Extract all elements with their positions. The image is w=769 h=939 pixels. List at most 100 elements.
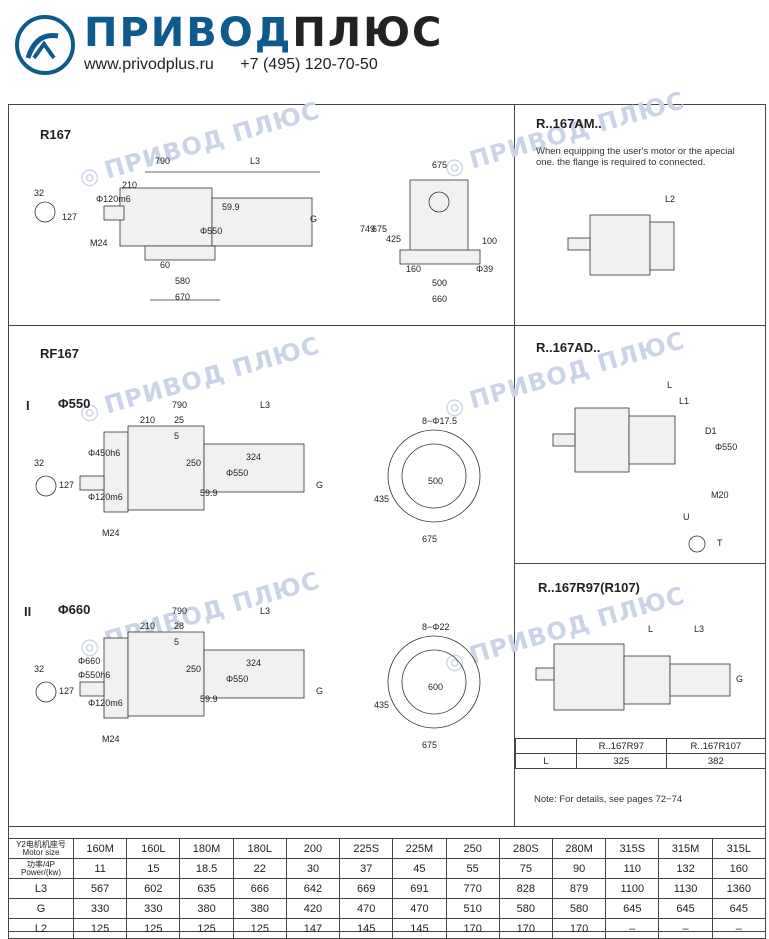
table-cell: 380 — [179, 898, 234, 919]
r167ad-drawing: L L1 D1 Φ550 M20 U T — [552, 380, 737, 553]
rf167-v2-dim-660: Φ660 — [78, 656, 100, 666]
table-cell: 125 — [232, 918, 287, 939]
r167ad-dim-t: T — [717, 538, 723, 548]
table-cell: 1130 — [658, 878, 713, 899]
table-cell: 420 — [285, 898, 341, 919]
r167-dim-l3: L3 — [250, 156, 260, 166]
r167-dim-g: G — [310, 214, 317, 224]
table-cell: 132 — [658, 858, 713, 879]
r167-dim-127: 127 — [62, 212, 77, 222]
r167-dim-60: 60 — [160, 260, 170, 270]
table-cell: 110 — [605, 858, 660, 879]
table-row: L 325 382 — [515, 753, 765, 769]
rf167-v1-drawing: 790 L3 210 25 5 32 127 Φ450h6 Φ120m6 Φ55… — [34, 400, 481, 544]
r167-dim-59-9: 59.9 — [222, 202, 240, 212]
section-title-r167r97: R..167R97(R107) — [538, 580, 640, 595]
rf167-v2-dim-550: Φ550 — [226, 674, 248, 684]
table-cell: 645 — [711, 898, 767, 919]
table-cell: L — [515, 753, 577, 769]
r167r97-length-table: R..167R97 R..167R107 L 325 382 — [515, 738, 765, 769]
phone-number[interactable]: +7 (495) 120-70-50 — [240, 56, 378, 73]
r167ad-dim-d1: D1 — [705, 426, 717, 436]
brand-name: ПРИВОДПЛЮС — [84, 10, 443, 56]
rf167-v1-dim-5: 5 — [174, 431, 179, 441]
divider-right-1 — [515, 325, 766, 326]
table-cell: 645 — [605, 898, 660, 919]
table-cell: 160 — [711, 858, 767, 879]
table-cell: 200 — [285, 838, 341, 859]
table-cell: 770 — [445, 878, 500, 899]
table-cell: 30 — [285, 858, 341, 879]
brand-name-part2: ПЛЮС — [292, 10, 444, 56]
table-cell: 18.5 — [179, 858, 234, 879]
rf167-v1-dim-120m6: Φ120m6 — [88, 492, 123, 502]
r167-side-view — [34, 171, 320, 301]
brand-logo-icon — [15, 15, 75, 75]
table-cell: 180M — [179, 838, 234, 859]
table-cell: 567 — [72, 878, 128, 899]
table-cell: 325 — [576, 753, 667, 769]
r167-dim-675: 675 — [432, 160, 447, 170]
rf167-v1-dim-l3: L3 — [260, 400, 270, 410]
website-link[interactable]: www.privodplus.ru — [84, 56, 214, 73]
r167r97-drawing: L L3 G — [535, 624, 743, 711]
table-cell — [515, 738, 577, 754]
brand-contacts: www.privodplus.ru +7 (495) 120-70-50 — [84, 56, 400, 74]
table-cell: 225M — [392, 838, 447, 859]
r167r97-dim-l3: L3 — [694, 624, 704, 634]
table-cell: 75 — [498, 858, 553, 879]
r167-dim-120m6: Φ120m6 — [96, 194, 131, 204]
table-cell: 145 — [339, 918, 394, 939]
rf167-v2-dim-g: G — [316, 686, 323, 696]
section-title-r167ad: R..167AD.. — [536, 340, 601, 355]
table-cell: 15 — [126, 858, 181, 879]
table-cell: 380 — [232, 898, 287, 919]
table-cell: 11 — [72, 858, 128, 879]
table-cell: 45 — [392, 858, 447, 879]
divider-vertical — [514, 104, 515, 826]
table-cell: 470 — [339, 898, 394, 919]
table-cell: 22 — [232, 858, 287, 879]
table-cell: 315S — [605, 838, 660, 859]
rf167-v2-dim-holes: 8−Φ22 — [422, 622, 449, 632]
table-cell: 879 — [551, 878, 607, 899]
rf167-v1-dim-790: 790 — [172, 400, 187, 410]
r167r97-note: Note: For details, see pages 72−74 — [534, 794, 683, 805]
table-cell: 645 — [658, 898, 713, 919]
table-cell: 666 — [232, 878, 287, 899]
table-cell: 315L — [711, 838, 767, 859]
rf167-v2-dim-127: 127 — [59, 686, 74, 696]
rf167-v1-dim-holes: 8−Φ17.5 — [422, 416, 457, 426]
table-cell: 37 — [339, 858, 394, 879]
rf167-v2-dim-32: 32 — [34, 664, 44, 674]
table-row: R..167R97 R..167R107 — [515, 738, 765, 754]
table-cell: 828 — [498, 878, 553, 899]
rf167-v2-dim-600: 600 — [428, 682, 443, 692]
r167-drawing: 790 L3 210 32 127 Φ120m6 Φ550 59.9 G M24… — [34, 156, 497, 304]
r167am-drawing: L2 — [567, 194, 675, 276]
table-cell: 125 — [126, 918, 181, 939]
r167-dim-425: 425 — [386, 234, 401, 244]
rf167-v2-dim-59-9: 59.9 — [200, 694, 218, 704]
table-cell: 280S — [498, 838, 553, 859]
r167-dim-500: 500 — [432, 278, 447, 288]
table-cell: 280M — [551, 838, 607, 859]
table-cell: 580 — [551, 898, 607, 919]
rf167-variant-2-label: II — [24, 604, 32, 619]
table-cell: 635 — [179, 878, 234, 899]
table-cell: 145 — [392, 918, 447, 939]
table-cell: 382 — [665, 753, 765, 769]
rf167-v2-dim-210: 210 — [140, 621, 155, 631]
table-cell: – — [605, 918, 660, 939]
row-header: L2 — [8, 918, 74, 939]
r167-front-view — [399, 179, 481, 265]
rf167-v2-dim-28: 28 — [174, 621, 184, 631]
table-row: L2 125 125 125 125 147 145 145 170 170 1… — [8, 918, 767, 939]
rf167-v1-dim-324: 324 — [246, 452, 261, 462]
table-row: G 330 330 380 380 420 470 470 510 580 58… — [8, 898, 767, 919]
r167-dim-m24: M24 — [90, 238, 108, 248]
table-cell: 602 — [126, 878, 181, 899]
table-cell: 170 — [498, 918, 553, 939]
rf167-variant-2-flange: Φ660 — [58, 602, 91, 617]
